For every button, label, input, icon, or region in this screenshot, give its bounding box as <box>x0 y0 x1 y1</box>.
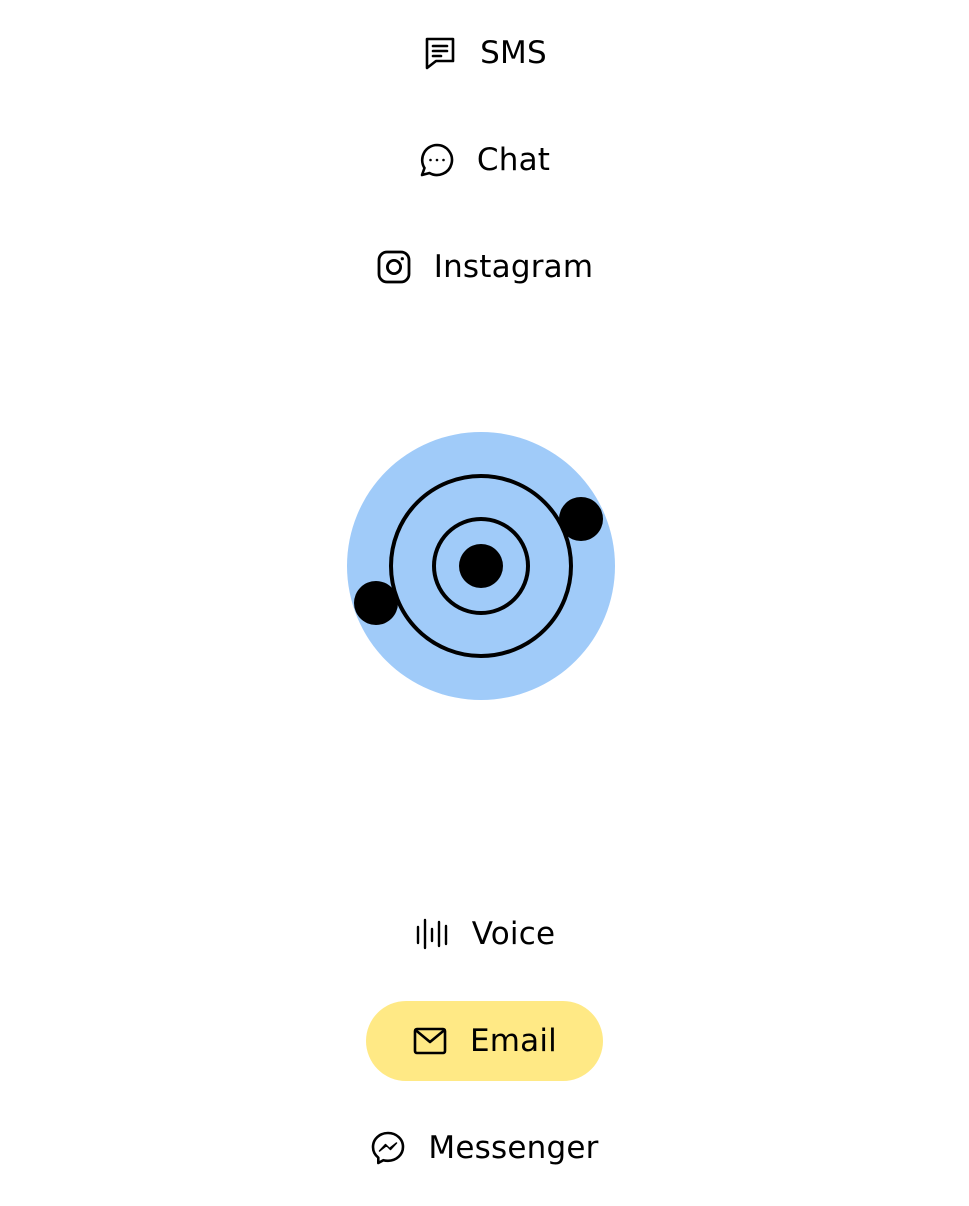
messenger-icon <box>370 1130 406 1166</box>
hero-outer-ring <box>389 474 573 658</box>
channel-email[interactable]: Email <box>0 1001 969 1081</box>
sms-icon <box>422 35 458 71</box>
mail-icon <box>412 1023 448 1059</box>
channel-voice-button[interactable]: Voice <box>368 894 602 974</box>
orbit-target-icon <box>347 432 615 700</box>
channel-chat-button[interactable]: Chat <box>373 120 596 200</box>
channel-chat-label: Chat <box>476 141 551 178</box>
hero-orbit-dot-left <box>354 581 398 625</box>
channel-instagram-button[interactable]: Instagram <box>330 227 640 307</box>
instagram-icon <box>376 249 412 285</box>
channel-instagram[interactable]: Instagram <box>0 227 969 307</box>
channel-messenger-button[interactable]: Messenger <box>324 1108 644 1188</box>
channel-voice-label: Voice <box>471 915 556 952</box>
channel-email-button[interactable]: Email <box>365 1001 603 1081</box>
channel-messenger[interactable]: Messenger <box>0 1108 969 1188</box>
channel-voice[interactable]: Voice <box>0 894 969 974</box>
hero-inner-ring <box>432 517 530 615</box>
channel-messenger-label: Messenger <box>428 1129 599 1166</box>
channel-chat[interactable]: Chat <box>0 120 969 200</box>
channel-sms[interactable]: SMS <box>0 13 969 93</box>
channel-sms-label: SMS <box>480 34 547 71</box>
channel-instagram-label: Instagram <box>433 248 594 285</box>
hero-center-dot <box>459 544 503 588</box>
hero-orbit-dot-right <box>559 497 603 541</box>
hero-illustration <box>346 431 616 701</box>
voice-icon <box>414 916 450 952</box>
chat-icon <box>419 142 455 178</box>
channel-sms-button[interactable]: SMS <box>376 13 593 93</box>
channel-email-label: Email <box>469 1022 557 1059</box>
